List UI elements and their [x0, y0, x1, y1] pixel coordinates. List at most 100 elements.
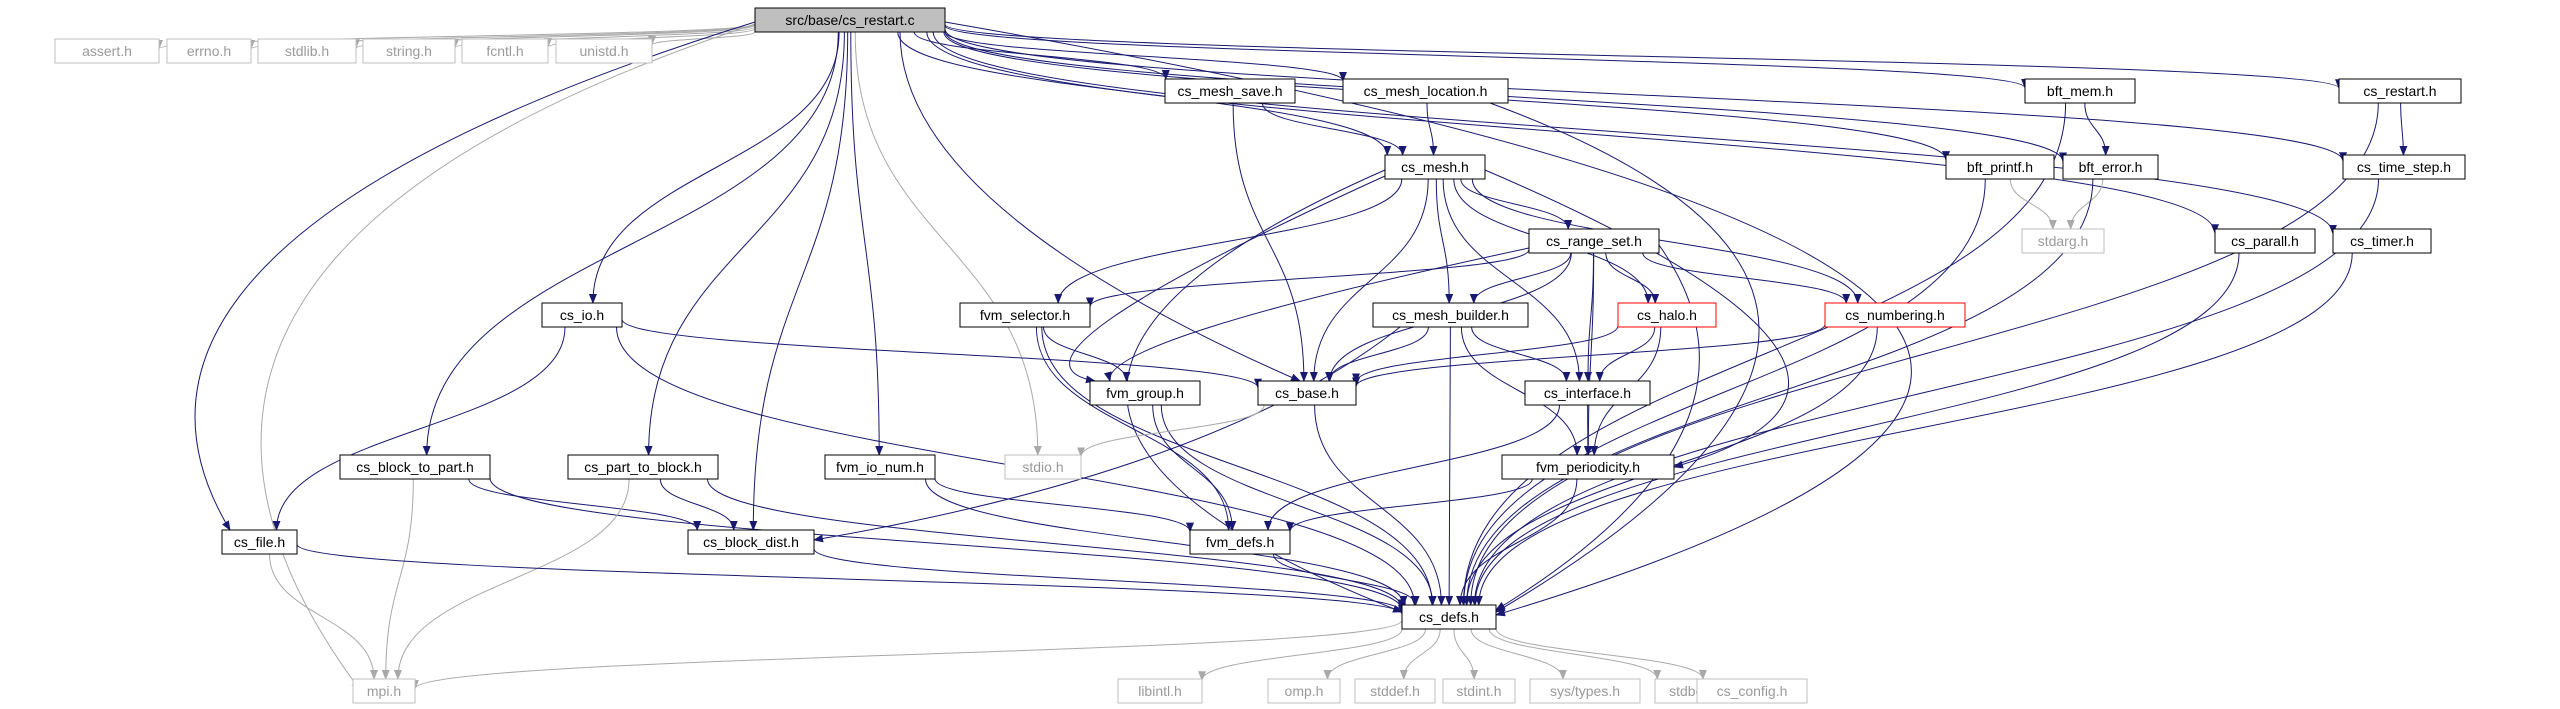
node-box	[541, 302, 623, 328]
node-omp[interactable]: omp.h	[1267, 678, 1341, 704]
node-box	[352, 678, 416, 704]
edge-cs-part-to-block-to-cs-block-dist	[659, 478, 738, 531]
node-cs-io[interactable]: cs_io.h	[541, 302, 623, 328]
node-cs-block-dist[interactable]: cs_block_dist.h	[687, 529, 815, 555]
node-bft-mem[interactable]: bft_mem.h	[2024, 78, 2136, 104]
edge-cs-interface-to-fvm-defs	[1264, 404, 1560, 531]
node-cs-range-set[interactable]: cs_range_set.h	[1528, 228, 1660, 254]
node-box	[221, 529, 298, 555]
edge-cs-numbering-to-cs-base	[1352, 324, 1826, 388]
node-label: cs_mesh_builder.h	[1392, 307, 1509, 323]
node-string[interactable]: string.h	[362, 38, 456, 64]
edge-cs-defs-to-stddef	[1399, 628, 1441, 680]
node-box	[1696, 678, 1808, 704]
node-libintl[interactable]: libintl.h	[1117, 678, 1203, 704]
node-box	[2338, 78, 2462, 104]
node-box	[1164, 78, 1296, 104]
node-cs-timer[interactable]: cs_timer.h	[2332, 228, 2432, 254]
node-box	[2332, 228, 2432, 254]
node-label: bft_printf.h	[1967, 159, 2033, 175]
edge-root-to-cs-file	[194, 21, 756, 531]
edge-root-to-stdio	[854, 31, 1042, 456]
node-mpi[interactable]: mpi.h	[352, 678, 416, 704]
edge-bft-error-to-stdarg	[2066, 178, 2104, 230]
node-cs-config[interactable]: cs_config.h	[1696, 678, 1808, 704]
node-fvm-defs[interactable]: fvm_defs.h	[1189, 529, 1291, 555]
node-unistd[interactable]: unistd.h	[555, 38, 653, 64]
node-label: cs_file.h	[234, 534, 285, 550]
node-label: fvm_defs.h	[1206, 534, 1274, 550]
node-label: cs_io.h	[560, 307, 604, 323]
node-cs-mesh[interactable]: cs_mesh.h	[1384, 154, 1486, 180]
node-cs-mesh-builder[interactable]: cs_mesh_builder.h	[1372, 302, 1529, 328]
node-bft-printf[interactable]: bft_printf.h	[1945, 154, 2055, 180]
edge-cs-range-set-to-fvm-selector	[1086, 249, 1530, 308]
node-label: libintl.h	[1138, 683, 1182, 699]
node-stdio[interactable]: stdio.h	[1004, 454, 1082, 480]
node-stdint[interactable]: stdint.h	[1442, 678, 1516, 704]
edge-cs-mesh-save-to-cs-mesh	[1261, 102, 1407, 156]
node-assert[interactable]: assert.h	[54, 38, 160, 64]
node-root[interactable]: src/base/cs_restart.c	[754, 7, 946, 33]
node-box	[1384, 154, 1486, 180]
edge-cs-defs-to-omp	[1323, 628, 1426, 680]
edge-fvm-io-num-to-fvm-defs	[934, 478, 1194, 533]
node-box	[687, 529, 815, 555]
node-cs-parall[interactable]: cs_parall.h	[2214, 228, 2316, 254]
node-sys-types[interactable]: sys/types.h	[1529, 678, 1641, 704]
node-cs-defs[interactable]: cs_defs.h	[1401, 604, 1497, 630]
edge-cs-block-dist-to-cs-defs	[813, 548, 1406, 613]
node-fvm-periodicity[interactable]: fvm_periodicity.h	[1501, 454, 1675, 480]
edge-root-to-fvm-io-num	[850, 31, 884, 456]
node-box	[1257, 380, 1357, 406]
node-label: fvm_periodicity.h	[1536, 459, 1640, 475]
node-cs-base[interactable]: cs_base.h	[1257, 380, 1357, 406]
node-cs-mesh-save[interactable]: cs_mesh_save.h	[1164, 78, 1296, 104]
edge-bft-mem-to-cs-defs	[1459, 102, 2067, 606]
node-bft-error[interactable]: bft_error.h	[2062, 154, 2159, 180]
node-errno[interactable]: errno.h	[166, 38, 252, 64]
node-label: cs_mesh.h	[1401, 159, 1469, 175]
node-cs-halo[interactable]: cs_halo.h	[1617, 302, 1717, 328]
edge-cs-time-step-to-cs-defs	[1470, 178, 2379, 606]
node-stddef[interactable]: stddef.h	[1354, 678, 1436, 704]
node-stdarg[interactable]: stdarg.h	[2021, 228, 2105, 254]
node-cs-file[interactable]: cs_file.h	[221, 529, 298, 555]
node-fcntl[interactable]: fcntl.h	[461, 38, 549, 64]
node-label: bft_error.h	[2079, 159, 2143, 175]
edge-fvm-periodicity-to-fvm-defs	[1286, 478, 1533, 533]
node-fvm-io-num[interactable]: fvm_io_num.h	[824, 454, 936, 480]
node-cs-part-to-block[interactable]: cs_part_to_block.h	[567, 454, 719, 480]
node-cs-mesh-location[interactable]: cs_mesh_location.h	[1342, 78, 1509, 104]
node-label: fcntl.h	[486, 43, 523, 59]
node-label: omp.h	[1285, 683, 1324, 699]
edge-cs-timer-to-cs-defs	[1474, 252, 2353, 606]
node-box	[2214, 228, 2316, 254]
node-box	[754, 7, 946, 33]
node-box	[257, 38, 357, 64]
edge-fvm-selector-to-fvm-defs	[1035, 326, 1233, 531]
node-fvm-group[interactable]: fvm_group.h	[1089, 380, 1201, 406]
edge-root-to-cs-part-to-block	[644, 31, 845, 456]
edge-cs-mesh-builder-to-cs-defs	[1445, 326, 1454, 606]
node-box	[2021, 228, 2105, 254]
node-label: stdarg.h	[2038, 233, 2089, 249]
edge-cs-restart-to-cs-defs	[1466, 102, 2379, 606]
node-fvm-selector[interactable]: fvm_selector.h	[959, 302, 1091, 328]
node-cs-time-step[interactable]: cs_time_step.h	[2342, 154, 2466, 180]
edge-root-to-bft-mem	[944, 25, 2029, 89]
node-label: stdlib.h	[285, 43, 329, 59]
node-label: stddef.h	[1370, 683, 1420, 699]
node-box	[1401, 604, 1497, 630]
node-stdlib[interactable]: stdlib.h	[257, 38, 357, 64]
node-box	[1267, 678, 1341, 704]
node-label: string.h	[386, 43, 432, 59]
edge-cs-mesh-builder-to-cs-block-dist	[813, 326, 1401, 543]
edge-cs-part-to-block-to-mpi	[393, 478, 630, 680]
edge-root-to-cs-block-to-part	[422, 31, 839, 456]
node-cs-block-to-part[interactable]: cs_block_to_part.h	[339, 454, 491, 480]
node-cs-restart[interactable]: cs_restart.h	[2338, 78, 2462, 104]
node-cs-interface[interactable]: cs_interface.h	[1524, 380, 1651, 406]
node-cs-numbering[interactable]: cs_numbering.h	[1824, 302, 1966, 328]
edge-cs-io-to-cs-base	[621, 319, 1262, 389]
